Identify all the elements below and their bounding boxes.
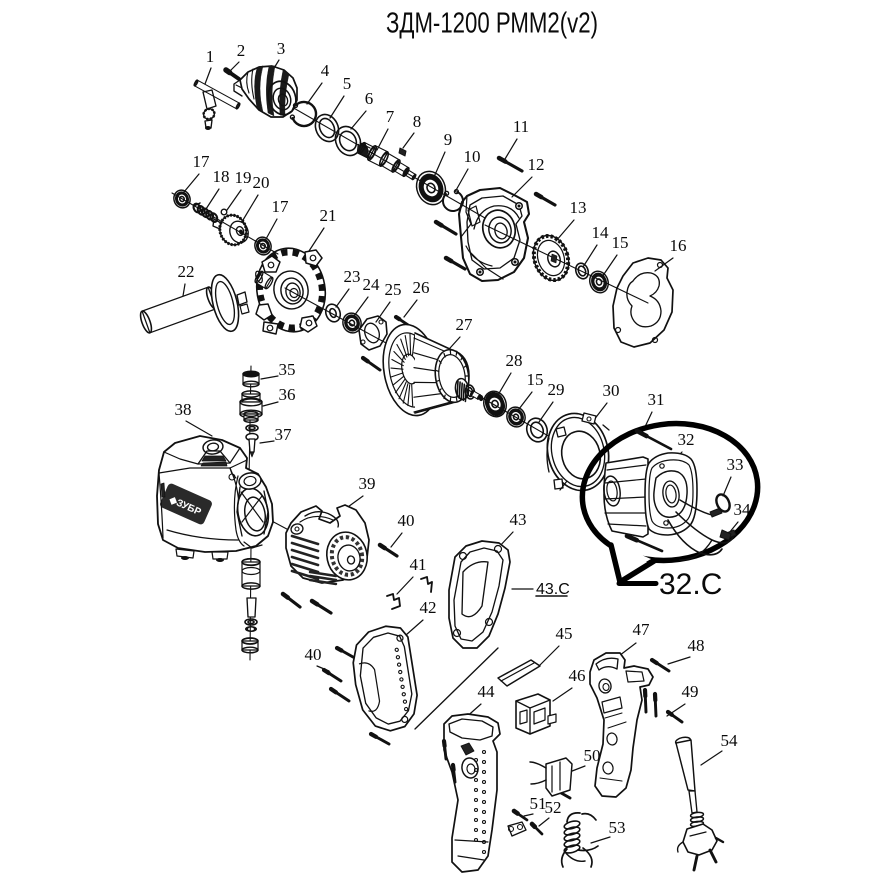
svg-text:54: 54 [721,731,739,750]
svg-text:18: 18 [213,167,230,186]
svg-text:52: 52 [545,798,562,817]
svg-text:26: 26 [413,278,430,297]
svg-text:31: 31 [648,390,665,409]
svg-text:40: 40 [305,645,322,664]
svg-text:21: 21 [320,206,337,225]
svg-text:3: 3 [277,39,286,58]
svg-text:15: 15 [612,233,629,252]
svg-text:39: 39 [359,474,376,493]
svg-text:8: 8 [413,112,422,131]
svg-text:2: 2 [237,41,246,60]
svg-text:13: 13 [570,198,587,217]
svg-text:20: 20 [253,173,270,192]
svg-text:29: 29 [548,380,565,399]
svg-text:48: 48 [688,636,705,655]
svg-text:24: 24 [363,275,381,294]
svg-text:27: 27 [456,315,474,334]
svg-text:ЗДМ-1200 РММ2(v2): ЗДМ-1200 РММ2(v2) [386,8,598,40]
svg-text:4: 4 [321,61,330,80]
svg-text:46: 46 [569,666,586,685]
svg-text:35: 35 [279,360,296,379]
svg-text:7: 7 [386,107,395,126]
svg-text:11: 11 [513,117,529,136]
svg-text:28: 28 [506,351,523,370]
svg-text:30: 30 [603,381,620,400]
svg-text:33: 33 [727,455,744,474]
svg-text:49: 49 [682,682,699,701]
svg-text:37: 37 [275,425,293,444]
svg-text:12: 12 [528,155,545,174]
svg-text:16: 16 [670,236,687,255]
svg-text:22: 22 [178,262,195,281]
svg-text:10: 10 [464,147,481,166]
svg-text:47: 47 [633,620,651,639]
svg-text:6: 6 [365,89,374,108]
svg-text:5: 5 [343,74,352,93]
svg-text:40: 40 [398,511,415,530]
svg-text:25: 25 [385,280,402,299]
svg-text:53: 53 [609,818,626,837]
svg-text:17: 17 [193,152,211,171]
svg-text:1: 1 [206,47,215,66]
svg-text:42: 42 [420,598,437,617]
svg-text:45: 45 [556,624,573,643]
svg-text:23: 23 [344,267,361,286]
svg-text:32.C: 32.C [659,568,722,601]
svg-text:41: 41 [410,555,427,574]
svg-text:44: 44 [478,682,496,701]
svg-text:15: 15 [527,370,544,389]
svg-text:17: 17 [272,197,290,216]
svg-text:32: 32 [678,430,695,449]
svg-text:43: 43 [510,510,527,529]
svg-text:9: 9 [444,130,453,149]
svg-text:14: 14 [592,223,610,242]
svg-text:36: 36 [279,385,296,404]
svg-text:19: 19 [235,168,252,187]
svg-text:38: 38 [175,400,192,419]
